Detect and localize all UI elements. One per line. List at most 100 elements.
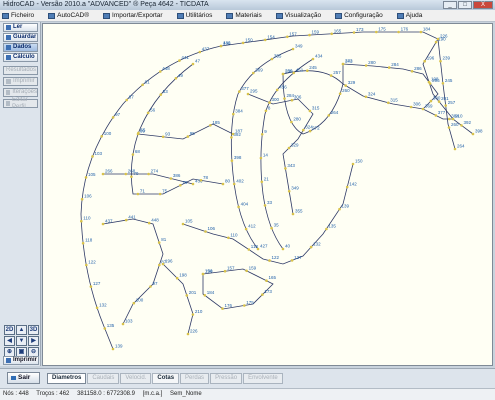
- node-marker[interactable]: [290, 259, 294, 262]
- node-marker[interactable]: [286, 35, 289, 39]
- node-marker[interactable]: [219, 44, 223, 48]
- node-marker[interactable]: [265, 279, 268, 282]
- tab-perdas[interactable]: Perdas: [180, 373, 210, 384]
- menu-visualizacao[interactable]: Visualização: [274, 12, 321, 19]
- node-marker[interactable]: [436, 37, 440, 41]
- print-results-button[interactable]: Imprimir: [3, 77, 38, 86]
- node-marker[interactable]: [175, 276, 179, 280]
- node-marker[interactable]: [311, 57, 315, 61]
- node-marker[interactable]: [203, 294, 207, 297]
- node-marker[interactable]: [232, 112, 235, 116]
- exit-button[interactable]: Sair: [7, 372, 40, 384]
- node-marker[interactable]: [256, 247, 260, 251]
- node-marker[interactable]: [344, 84, 348, 87]
- node-marker[interactable]: [453, 147, 457, 151]
- node-marker[interactable]: [230, 136, 233, 139]
- node-marker[interactable]: [243, 304, 246, 307]
- node-marker[interactable]: [284, 167, 287, 170]
- node-marker[interactable]: [409, 105, 413, 109]
- node-marker[interactable]: [131, 153, 135, 156]
- node-marker[interactable]: [147, 172, 150, 176]
- node-marker[interactable]: [179, 184, 182, 187]
- node-marker[interactable]: [287, 146, 291, 150]
- pan-left-button[interactable]: ◀: [4, 336, 15, 346]
- node-marker[interactable]: [387, 101, 390, 105]
- tab-envolvente[interactable]: Envolvente: [243, 373, 283, 384]
- menu-materiais[interactable]: Materiais: [224, 12, 262, 19]
- node-marker[interactable]: [230, 159, 234, 162]
- node-marker[interactable]: [260, 180, 264, 184]
- node-marker[interactable]: [231, 132, 235, 136]
- node-marker[interactable]: [157, 241, 161, 244]
- read-button[interactable]: Ler: [3, 23, 38, 32]
- node-marker[interactable]: [259, 156, 263, 160]
- node-marker[interactable]: [327, 114, 331, 117]
- node-marker[interactable]: [191, 313, 195, 316]
- node-marker[interactable]: [159, 93, 163, 96]
- node-marker[interactable]: [268, 259, 271, 262]
- node-marker[interactable]: [111, 116, 115, 119]
- node-marker[interactable]: [121, 322, 125, 326]
- node-marker[interactable]: [85, 263, 88, 267]
- node-marker[interactable]: [111, 347, 115, 351]
- node-marker[interactable]: [161, 135, 165, 139]
- node-marker[interactable]: [95, 306, 99, 310]
- node-marker[interactable]: [132, 301, 136, 305]
- node-marker[interactable]: [185, 294, 189, 297]
- calculate-button[interactable]: Cálculo: [3, 53, 38, 62]
- node-marker[interactable]: [263, 204, 267, 207]
- node-marker[interactable]: [130, 175, 133, 178]
- node-marker[interactable]: [125, 98, 128, 102]
- view-3d-button[interactable]: 3D: [28, 325, 39, 335]
- node-marker[interactable]: [397, 30, 400, 34]
- node-marker[interactable]: [281, 72, 285, 76]
- node-marker[interactable]: [80, 219, 83, 223]
- node-marker[interactable]: [204, 230, 207, 233]
- maximize-button[interactable]: □: [458, 1, 472, 9]
- node-marker[interactable]: [174, 77, 178, 80]
- iterations-button[interactable]: Iterações: [3, 88, 38, 97]
- node-marker[interactable]: [338, 92, 342, 95]
- node-marker[interactable]: [201, 272, 205, 276]
- node-marker[interactable]: [429, 99, 433, 103]
- node-marker[interactable]: [421, 107, 425, 111]
- node-marker[interactable]: [252, 71, 255, 75]
- node-marker[interactable]: [261, 293, 264, 296]
- node-marker[interactable]: [158, 263, 161, 267]
- node-marker[interactable]: [441, 82, 445, 85]
- close-button[interactable]: X: [473, 1, 493, 9]
- node-marker[interactable]: [101, 222, 105, 226]
- node-marker[interactable]: [246, 92, 250, 96]
- node-marker[interactable]: [291, 47, 295, 51]
- node-marker[interactable]: [221, 182, 225, 186]
- view-2d-button[interactable]: 2D: [4, 325, 15, 335]
- node-marker[interactable]: [308, 33, 311, 37]
- node-marker[interactable]: [244, 227, 248, 231]
- node-marker[interactable]: [345, 185, 349, 189]
- node-marker[interactable]: [199, 179, 203, 182]
- menu-importar-exportar[interactable]: Importar/Exportar: [101, 12, 163, 19]
- node-marker[interactable]: [270, 226, 273, 230]
- menu-utilitarios[interactable]: Utilitários: [175, 12, 212, 19]
- node-marker[interactable]: [147, 221, 151, 225]
- node-marker[interactable]: [434, 40, 438, 44]
- node-marker[interactable]: [439, 59, 442, 63]
- node-marker[interactable]: [149, 285, 152, 288]
- node-marker[interactable]: [186, 332, 190, 336]
- node-marker[interactable]: [375, 30, 378, 34]
- node-marker[interactable]: [223, 269, 227, 273]
- node-marker[interactable]: [241, 41, 245, 45]
- node-marker[interactable]: [437, 100, 441, 103]
- node-marker[interactable]: [290, 120, 293, 124]
- node-marker[interactable]: [100, 135, 103, 138]
- node-marker[interactable]: [306, 69, 309, 72]
- node-marker[interactable]: [101, 172, 105, 176]
- node-marker[interactable]: [124, 218, 128, 222]
- node-marker[interactable]: [141, 83, 144, 87]
- data-button[interactable]: Dados: [3, 43, 38, 52]
- node-marker[interactable]: [136, 192, 140, 196]
- node-marker[interactable]: [287, 189, 291, 193]
- node-marker[interactable]: [290, 98, 294, 102]
- node-marker[interactable]: [103, 327, 107, 330]
- node-marker[interactable]: [329, 74, 333, 77]
